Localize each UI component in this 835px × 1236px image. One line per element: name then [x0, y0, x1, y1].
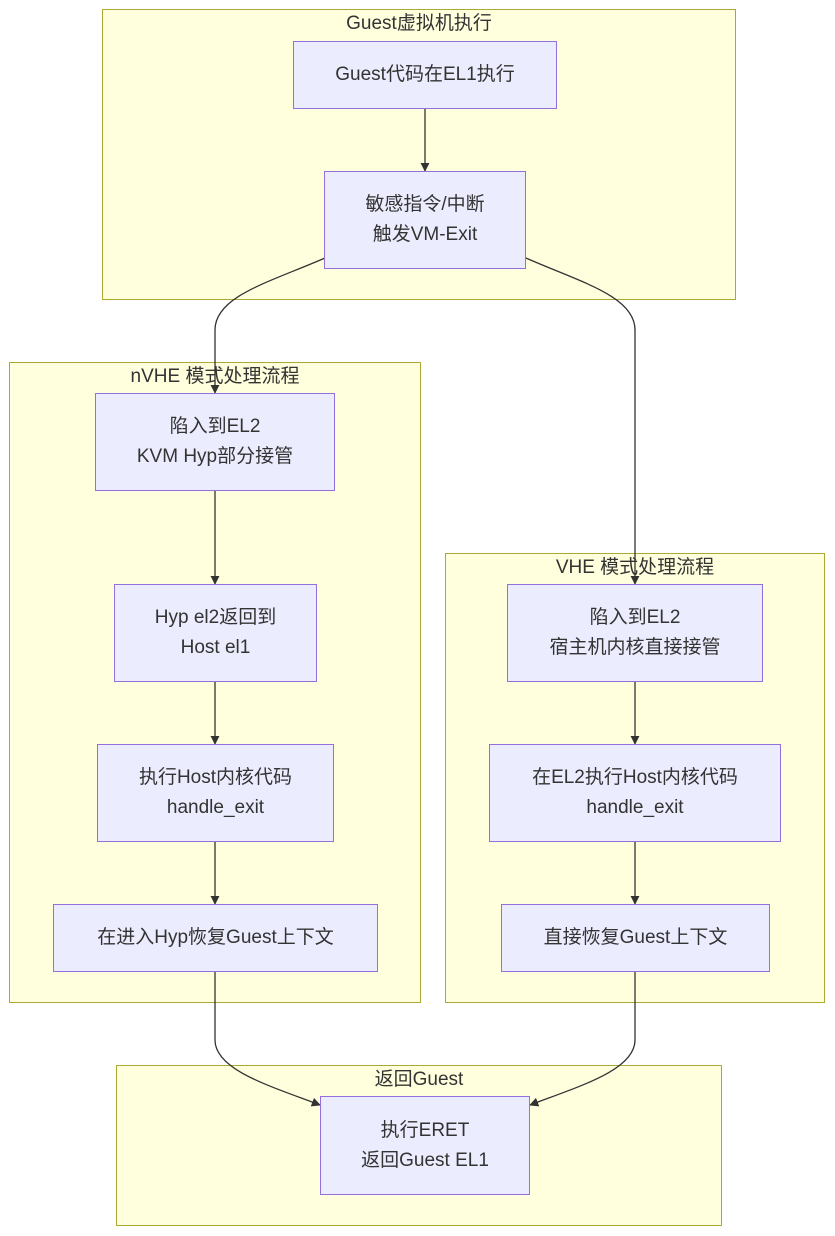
node-vhe-handle-exit[interactable]: 在EL2执行Host内核代码 handle_exit — [489, 744, 781, 842]
node-nvhe-restore-context[interactable]: 在进入Hyp恢复Guest上下文 — [53, 904, 378, 972]
node-line: 宿主机内核直接接管 — [549, 637, 721, 658]
node-line: 执行ERET — [380, 1119, 470, 1141]
cluster-title: 返回Guest — [374, 1069, 464, 1090]
cluster-title: Guest虚拟机执行 — [346, 13, 492, 34]
node-nvhe-trap-el2[interactable]: 陷入到EL2 KVM Hyp部分接管 — [95, 393, 335, 491]
node-line: handle_exit — [586, 797, 684, 818]
node-vhe-trap-el2[interactable]: 陷入到EL2 宿主机内核直接接管 — [507, 584, 763, 682]
node-line: 陷入到EL2 — [169, 416, 261, 437]
node-eret-return-guest[interactable]: 执行ERET 返回Guest EL1 — [320, 1096, 530, 1195]
node-line: Hyp el2返回到 — [154, 607, 277, 628]
node-line: 直接恢复Guest上下文 — [543, 927, 728, 948]
node-line: 执行Host内核代码 — [138, 767, 293, 788]
node-vhe-restore-context[interactable]: 直接恢复Guest上下文 — [501, 904, 770, 972]
edge-g2-n1 — [210, 257, 326, 394]
node-guest-code-el1[interactable]: Guest代码在EL1执行 — [293, 41, 557, 109]
edge-v3-r1 — [529, 972, 636, 1107]
node-line: 触发VM-Exit — [372, 224, 478, 245]
node-line: 敏感指令/中断 — [365, 194, 485, 215]
node-nvhe-return-host[interactable]: Hyp el2返回到 Host el1 — [114, 584, 317, 682]
node-line: Host el1 — [180, 637, 251, 658]
node-trigger-vm-exit[interactable]: 敏感指令/中断 触发VM-Exit — [324, 171, 526, 269]
node-nvhe-handle-exit[interactable]: 执行Host内核代码 handle_exit — [97, 744, 334, 842]
node-line: KVM Hyp部分接管 — [136, 446, 294, 467]
node-line: 陷入到EL2 — [589, 607, 681, 628]
edge-g2-v1 — [525, 257, 640, 585]
node-line: 在EL2执行Host内核代码 — [532, 767, 738, 788]
node-line: handle_exit — [166, 797, 265, 818]
node-line: 在进入Hyp恢复Guest上下文 — [97, 927, 334, 948]
node-line: 返回Guest EL1 — [361, 1149, 489, 1171]
edge-n4-r1 — [214, 972, 321, 1107]
node-line: Guest代码在EL1执行 — [335, 64, 515, 85]
